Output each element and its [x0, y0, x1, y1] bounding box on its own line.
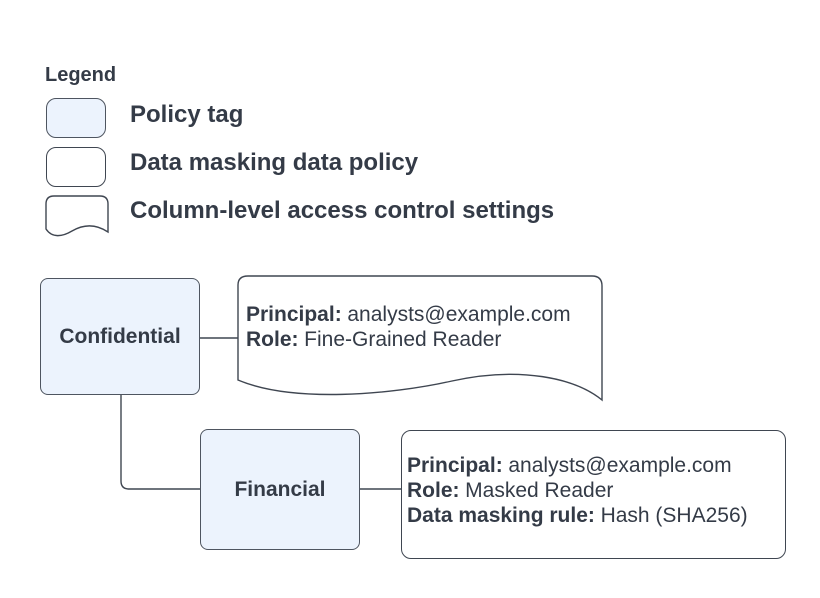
- note-key: Role:: [407, 479, 460, 502]
- note-key: Principal:: [407, 454, 503, 477]
- note-value: analysts@example.com: [508, 454, 732, 477]
- note-key: Data masking rule:: [407, 504, 595, 527]
- data-masking-policy-box: [401, 430, 786, 559]
- legend-data-policy-swatch: [46, 147, 106, 187]
- legend-item-label-data-policy: Data masking data policy: [130, 149, 419, 176]
- legend-item-label-policy-tag: Policy tag: [130, 101, 244, 128]
- legend-title: Legend: [45, 64, 117, 86]
- connector-confidential-to-financial: [120, 395, 200, 490]
- note-line: Role:Fine-Grained Reader: [246, 327, 571, 352]
- legend-access-control-swatch-shape: [45, 195, 109, 237]
- note-value: analysts@example.com: [347, 303, 571, 326]
- legend-item-label-access-control: Column-level access control settings: [130, 197, 555, 224]
- note-key: Role:: [246, 328, 299, 351]
- note-line: Role:Masked Reader: [407, 478, 748, 503]
- note-value: Hash (SHA256): [600, 504, 748, 527]
- policy-tag-node-financial-label: Financial: [234, 477, 326, 501]
- policy-tag-node-confidential: Confidential: [40, 278, 200, 395]
- note-value: Masked Reader: [465, 479, 614, 502]
- legend-policy-tag-swatch: [46, 98, 106, 138]
- note-value: Fine-Grained Reader: [304, 328, 502, 351]
- policy-tag-node-confidential-label: Confidential: [59, 324, 181, 348]
- note-line: Principal:analysts@example.com: [246, 302, 571, 327]
- access-control-note-text: Principal:analysts@example.com Role:Fine…: [246, 302, 571, 352]
- note-line: Principal:analysts@example.com: [407, 453, 748, 478]
- data-masking-policy-note-text: Principal:analysts@example.com Role:Mask…: [407, 453, 748, 528]
- access-control-document-shape: [237, 275, 603, 402]
- note-key: Principal:: [246, 303, 342, 326]
- note-line: Data masking rule:Hash (SHA256): [407, 503, 748, 528]
- policy-tag-node-financial: Financial: [200, 429, 360, 550]
